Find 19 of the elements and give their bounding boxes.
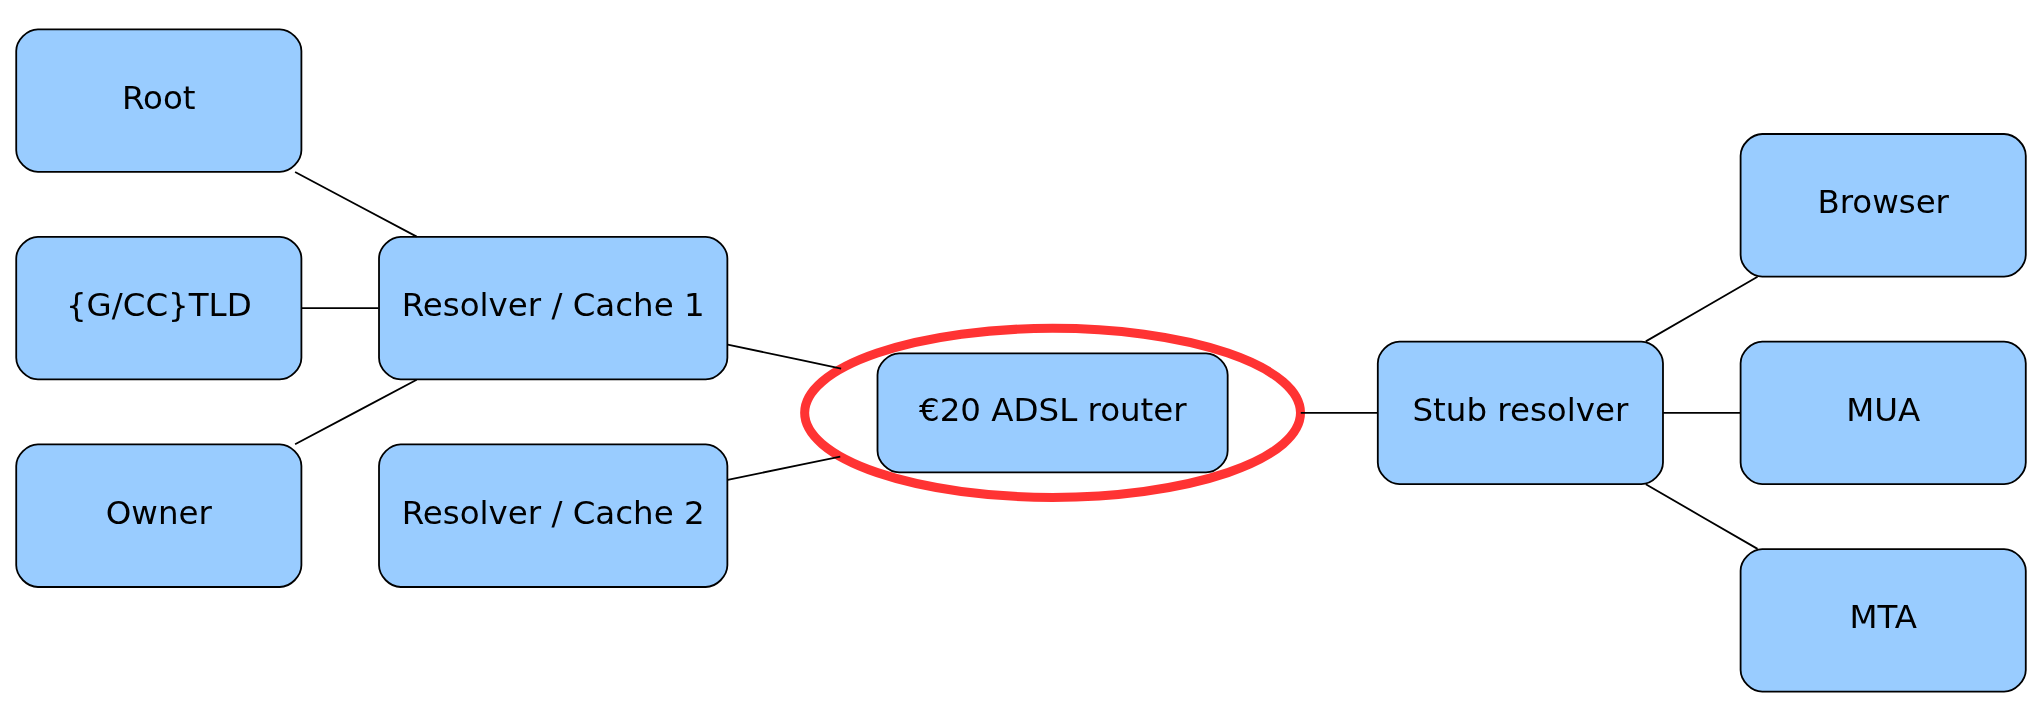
connector — [1299, 411, 1378, 414]
node-box: {G/CC}TLD — [14, 235, 302, 380]
connector — [293, 378, 418, 445]
connector — [1661, 411, 1741, 414]
connector — [726, 343, 842, 369]
node-box: Resolver / Cache 2 — [377, 443, 728, 588]
connector — [300, 306, 379, 309]
node-box: MUA — [1739, 340, 2027, 485]
connector — [726, 455, 841, 481]
connector — [1644, 275, 1758, 342]
node-box: Owner — [14, 443, 302, 588]
connector — [293, 170, 418, 237]
node-box: Resolver / Cache 1 — [377, 235, 728, 380]
connector — [1644, 482, 1758, 550]
node-box: Root — [14, 27, 302, 173]
node-box: MTA — [1739, 547, 2027, 693]
node-box: Stub resolver — [1376, 340, 1664, 485]
node-ellipse: €20 ADSL router — [799, 323, 1305, 502]
node-box: Browser — [1739, 132, 2027, 277]
